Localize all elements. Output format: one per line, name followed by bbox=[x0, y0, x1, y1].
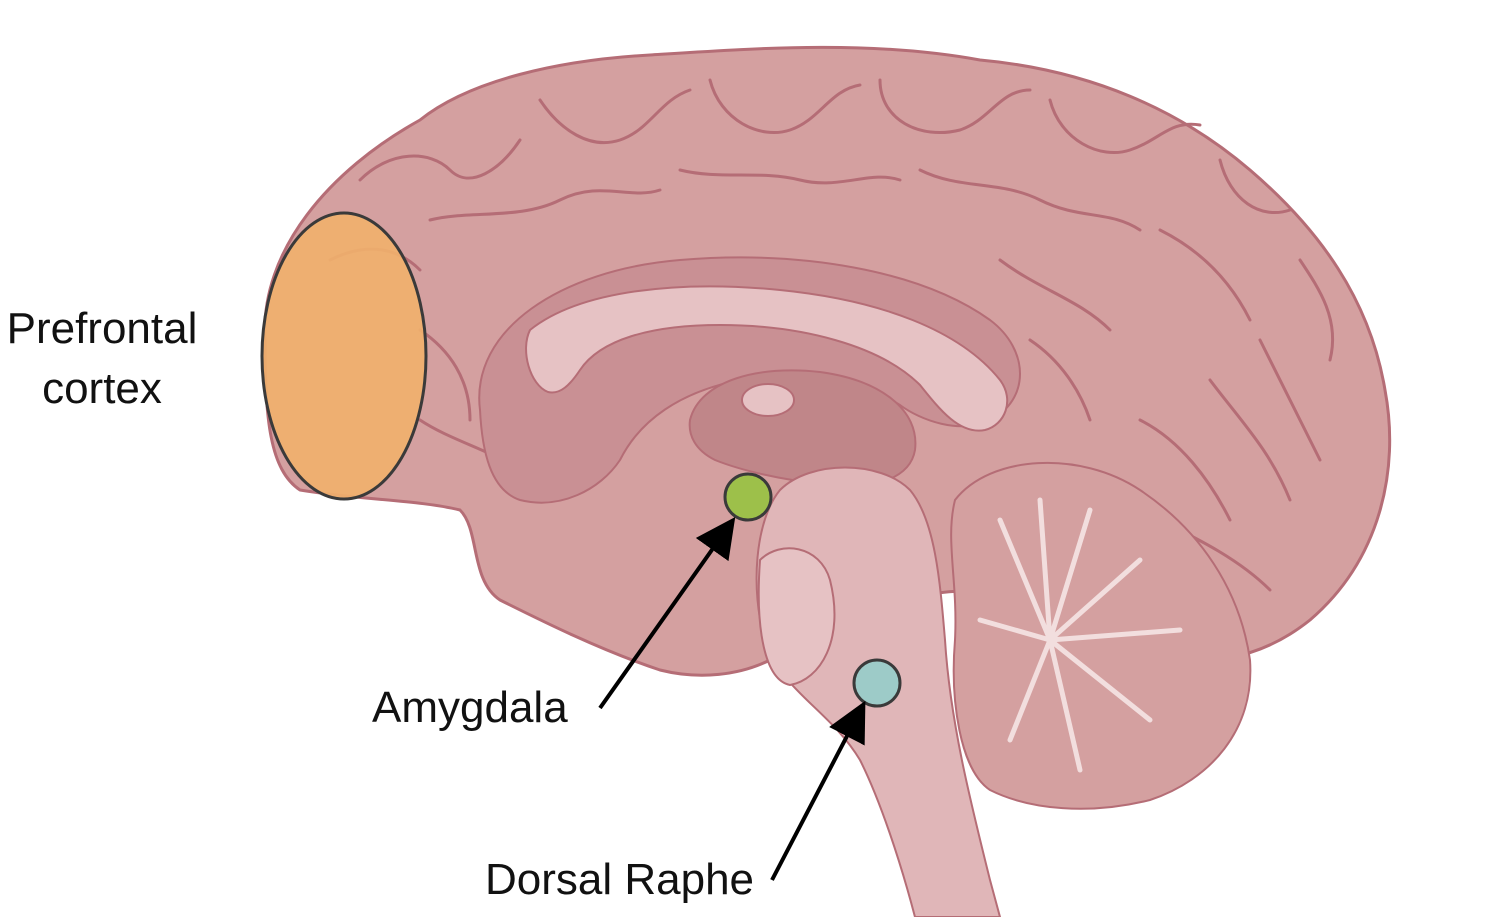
amygdala-marker bbox=[723, 472, 773, 522]
pons bbox=[757, 547, 836, 687]
dorsal-raphe-marker bbox=[852, 658, 902, 708]
interthalamic-adhesion bbox=[741, 383, 795, 417]
amygdala-arrow bbox=[598, 516, 736, 710]
dorsal-raphe-arrow bbox=[770, 700, 866, 881]
corpus-callosum bbox=[525, 285, 1009, 432]
amygdala-label: Amygdala bbox=[372, 683, 568, 732]
prefrontal-label-line2: cortex bbox=[42, 364, 162, 413]
arbor-vitae bbox=[977, 497, 1183, 773]
prefrontal-label-line1: Prefrontal bbox=[7, 304, 198, 353]
dorsal-raphe-label: Dorsal Raphe bbox=[485, 855, 754, 904]
prefrontal-cortex-highlight bbox=[260, 211, 428, 501]
